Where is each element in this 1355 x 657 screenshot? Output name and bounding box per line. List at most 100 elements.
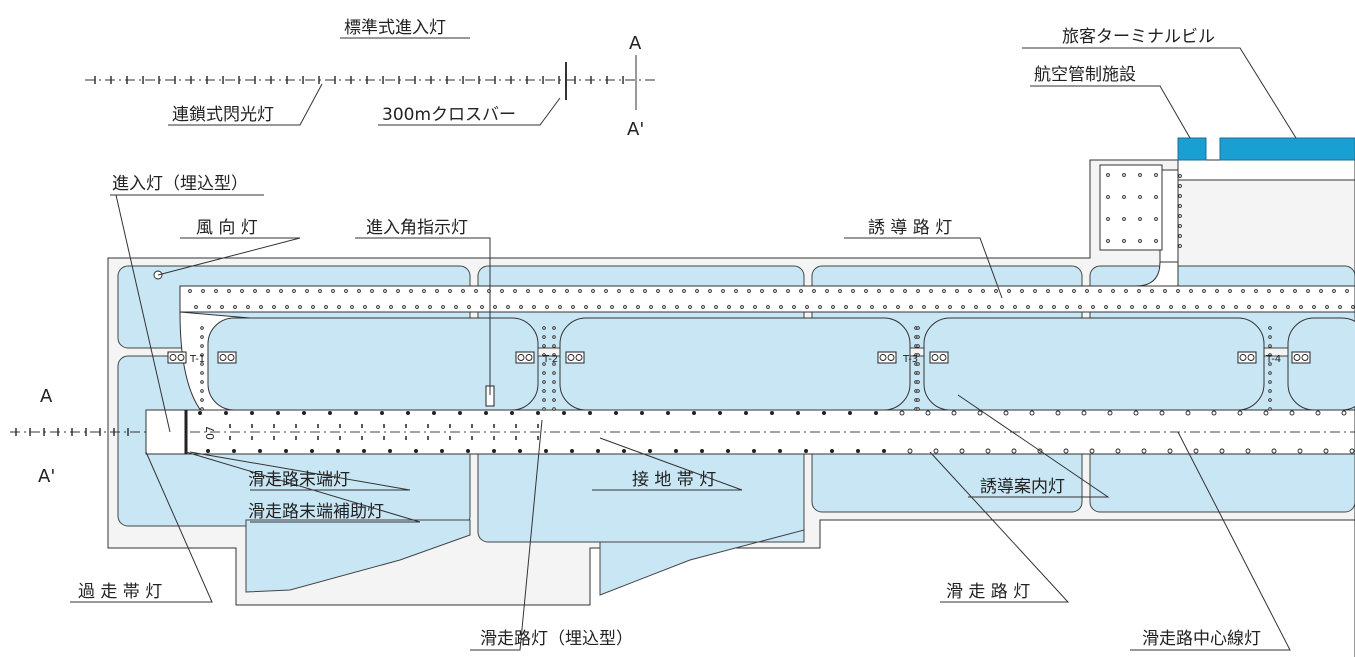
taxiway-light bbox=[383, 289, 387, 293]
runway-edge-light bbox=[1245, 448, 1251, 454]
taxiway-light bbox=[357, 289, 361, 293]
label-passenger-terminal: 旅客ターミナルビル bbox=[1062, 27, 1215, 47]
taxiway-light bbox=[1280, 289, 1284, 293]
runway-edge-light bbox=[830, 449, 834, 453]
label-section-a-top: A bbox=[629, 33, 642, 54]
taxiway-light bbox=[1182, 305, 1186, 309]
taxi-guidance-sign-icon bbox=[515, 351, 535, 364]
sign-lamp bbox=[525, 354, 533, 361]
runway-edge-light bbox=[1297, 448, 1303, 454]
taxiway-light bbox=[1215, 289, 1219, 293]
taxiway-light bbox=[542, 344, 546, 348]
runway-edge-light bbox=[276, 411, 280, 415]
runway-edge-light bbox=[1029, 410, 1035, 416]
taxiway-light bbox=[506, 305, 510, 309]
taxiway-light bbox=[877, 289, 881, 293]
taxiway-light bbox=[253, 289, 257, 293]
sign-lamp bbox=[1239, 354, 1247, 361]
taxiway-light bbox=[1026, 305, 1030, 309]
taxiway-light bbox=[1268, 326, 1272, 330]
taxiway-light bbox=[542, 335, 546, 339]
runway-edge-light bbox=[899, 410, 905, 416]
sign-lamp bbox=[517, 354, 525, 361]
taxiway-light bbox=[656, 289, 660, 293]
runway-edge-light bbox=[596, 449, 600, 453]
taxiway-light bbox=[461, 289, 465, 293]
taxiway-light bbox=[200, 371, 204, 375]
runway-edge-light bbox=[718, 411, 722, 415]
taxiway-light bbox=[1325, 305, 1329, 309]
taxiway-light bbox=[961, 305, 965, 309]
taxiway-light bbox=[636, 305, 640, 309]
runway-edge-light bbox=[1159, 410, 1165, 416]
taxiway-light bbox=[200, 362, 204, 366]
passenger-terminal-building bbox=[1219, 137, 1355, 161]
taxiway-light bbox=[415, 305, 419, 309]
apron-light bbox=[1122, 217, 1126, 221]
taxiway-light bbox=[344, 289, 348, 293]
taxiway-light bbox=[240, 289, 244, 293]
taxiway-light bbox=[552, 326, 556, 330]
taxiway-light bbox=[1104, 305, 1108, 309]
runway-edge-light bbox=[666, 411, 670, 415]
taxiway-light bbox=[1234, 305, 1238, 309]
runway-edge-light bbox=[1011, 448, 1017, 454]
taxiway-light bbox=[916, 389, 920, 393]
runway-edge-light bbox=[570, 449, 574, 453]
light-fixtures bbox=[153, 173, 1355, 454]
terminal-area bbox=[1177, 137, 1355, 161]
runway-edge-light bbox=[406, 411, 410, 415]
taxiway-light bbox=[542, 407, 546, 411]
taxiway-light bbox=[916, 326, 920, 330]
apron-light bbox=[1106, 239, 1110, 243]
taxiway-light bbox=[942, 289, 946, 293]
taxiway-light bbox=[753, 305, 757, 309]
taxiway-light bbox=[896, 305, 900, 309]
label-wind-direction-light: 風 向 灯 bbox=[196, 218, 258, 238]
taxiway-light bbox=[337, 305, 341, 309]
taxiway-light bbox=[630, 289, 634, 293]
taxiway-light bbox=[552, 353, 556, 357]
taxiway-light bbox=[285, 305, 289, 309]
taxiway-light bbox=[773, 289, 777, 293]
taxiway-light bbox=[688, 305, 692, 309]
taxiway-light bbox=[552, 380, 556, 384]
taxiway-light bbox=[474, 289, 478, 293]
runway-edge-light bbox=[977, 410, 983, 416]
taxiway-light bbox=[1286, 305, 1290, 309]
taxiway-light bbox=[542, 380, 546, 384]
apron-light bbox=[1154, 217, 1158, 221]
sign-lamp bbox=[169, 354, 177, 361]
taxiway-light bbox=[324, 305, 328, 309]
taxiway-light bbox=[467, 305, 471, 309]
taxiway-light bbox=[994, 289, 998, 293]
taxiway-light bbox=[1178, 174, 1182, 178]
leader-lines bbox=[70, 37, 1297, 651]
taxiway-light bbox=[935, 305, 939, 309]
apron-light bbox=[1154, 173, 1158, 177]
taxiway-light bbox=[552, 335, 556, 339]
taxiway-light bbox=[857, 305, 861, 309]
runway-edge-light bbox=[1315, 410, 1321, 416]
taxiway-light bbox=[1137, 289, 1141, 293]
taxiway-light bbox=[948, 305, 952, 309]
taxiway-light bbox=[441, 305, 445, 309]
taxiway-light bbox=[1268, 371, 1272, 375]
taxiway-light bbox=[662, 305, 666, 309]
label-standard-approach-light: 標準式進入灯 bbox=[344, 18, 446, 38]
label-section-a-left: A bbox=[40, 386, 53, 407]
taxiway-mark-t3: T-3 bbox=[902, 354, 918, 365]
taxiway-light bbox=[747, 289, 751, 293]
runway-edge-light bbox=[198, 411, 202, 415]
label-approach-light-inset: 進入灯（埋込型） bbox=[112, 174, 248, 194]
taxiway-light bbox=[1195, 305, 1199, 309]
runway-number: 07 bbox=[204, 426, 217, 440]
runway-edge-light bbox=[614, 411, 618, 415]
runway-edge-light bbox=[1003, 410, 1009, 416]
taxiway-light bbox=[448, 289, 452, 293]
taxiway-light bbox=[542, 353, 546, 357]
runway-edge-light bbox=[882, 449, 886, 453]
taxiway-light bbox=[584, 305, 588, 309]
runway-edge-light bbox=[985, 448, 991, 454]
runway-edge-light bbox=[622, 449, 626, 453]
